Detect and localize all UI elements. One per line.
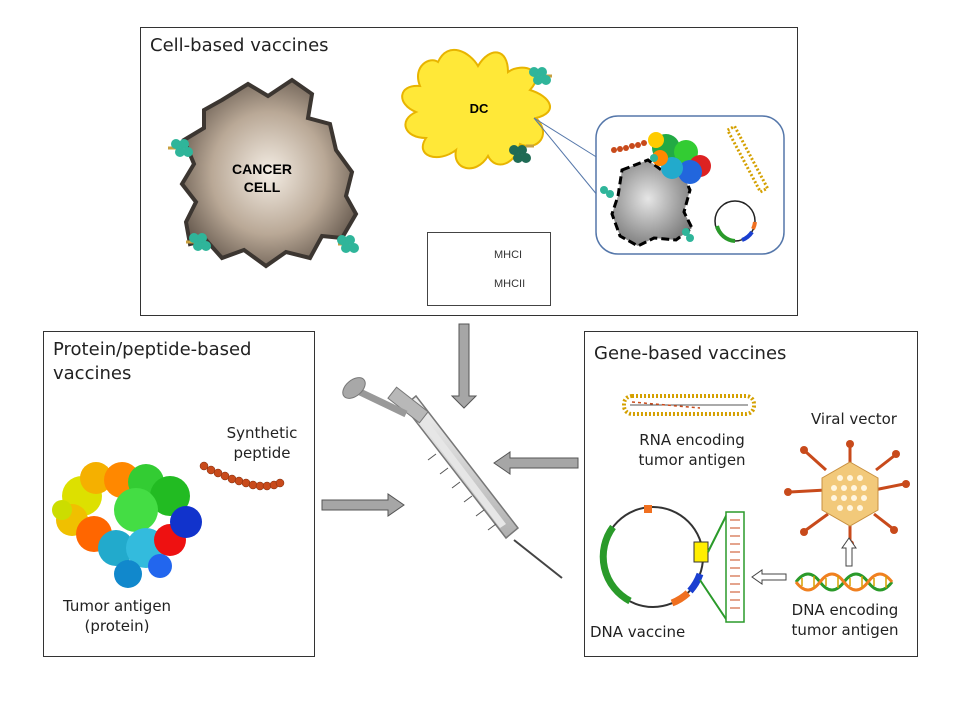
callout-line	[533, 117, 599, 197]
gene-panel-title: Gene-based vaccines	[594, 343, 787, 364]
mhc1-molecule	[529, 67, 552, 85]
dna-plasmid-icon	[599, 505, 745, 623]
arrow-right	[321, 493, 405, 517]
mhc1-molecule	[682, 228, 694, 242]
viral-vector-icon	[784, 440, 910, 548]
arrow-up-small	[841, 537, 857, 567]
tumor-antigen-label: Tumor antigen (protein)	[62, 597, 172, 635]
cell-panel-title: Cell-based vaccines	[150, 35, 329, 56]
dna-encoding-label: DNA encoding tumor antigen	[791, 601, 899, 639]
mhc-legend	[427, 232, 551, 306]
mhc1-molecule	[186, 233, 211, 251]
legend-mhc2-label: MHCII	[494, 278, 526, 290]
cancer-cell	[179, 77, 359, 269]
legend-mhc1-label: MHCI	[494, 249, 523, 261]
syringe-icon	[342, 377, 563, 579]
arrow-left	[493, 451, 579, 475]
dna-vaccine-label: DNA vaccine	[590, 623, 686, 641]
tumor-antigen-protein-icon	[52, 462, 202, 588]
mhc1-molecule	[168, 139, 193, 157]
arrow-left-small	[751, 569, 787, 585]
dc-label: DC	[469, 101, 489, 116]
arrow-down	[450, 323, 478, 409]
rna-strand-icon	[622, 394, 756, 416]
protein-panel-title: Protein/peptide-based vaccines	[53, 339, 252, 384]
dendritic-cell	[401, 49, 551, 170]
mini-plasmid	[714, 200, 757, 243]
mhc1-molecule	[650, 154, 658, 162]
mhc1-molecule	[337, 235, 359, 253]
mini-peptide	[611, 140, 647, 153]
viral-vector-label: Viral vector	[811, 410, 897, 428]
cancer-cell-label: CANCER CELL	[232, 161, 292, 195]
callout-line	[533, 117, 599, 159]
dna-helix-icon	[794, 572, 894, 592]
synthetic-peptide-icon	[199, 461, 285, 491]
mhc1-molecule	[600, 186, 614, 198]
synthetic-peptide-label: Synthetic peptide	[226, 424, 298, 462]
mhc2-molecule	[509, 144, 534, 163]
rna-label: RNA encoding tumor antigen	[638, 431, 746, 469]
mini-rna	[725, 124, 770, 194]
mini-protein	[648, 132, 711, 184]
